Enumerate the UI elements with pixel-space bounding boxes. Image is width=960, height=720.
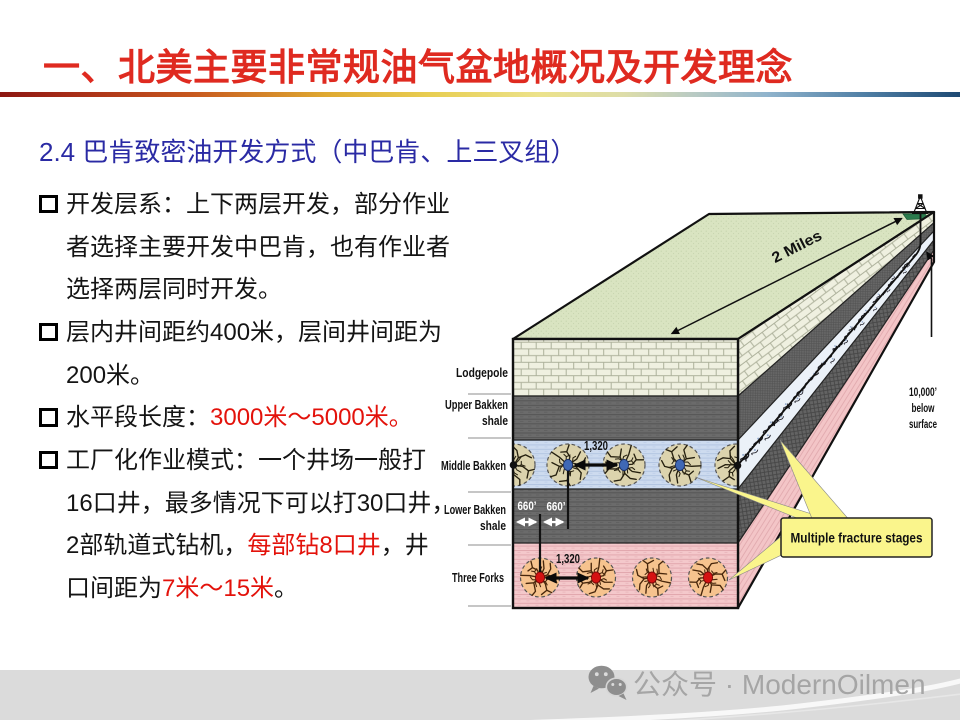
three-forks-spacing-label: 1,320: [556, 552, 580, 566]
depth-annotation: 10,000’ below surface: [909, 251, 937, 431]
text-line: 工厂化作业模式：一个井场一般打: [66, 439, 426, 482]
offset-label-2: 660’: [547, 502, 566, 514]
body-text: 开发层系：上下两层开发，部分作业: [66, 190, 450, 218]
depth-label-2: below: [912, 401, 935, 415]
fracture-callout: Multiple fracture stages: [694, 439, 933, 581]
label-lodgepole: Lodgepole: [456, 366, 508, 380]
label-upper-bakken: Upper Bakken: [445, 398, 508, 412]
frac-stage-circle: [568, 551, 622, 604]
slide-subtitle: 2.4 巴肯致密油开发方式（中巴肯、上三叉组）: [39, 137, 577, 167]
slide-title: 一、北美主要非常规油气盆地概况及开发理念: [43, 47, 793, 88]
depth-label-1: 10,000’: [909, 385, 937, 399]
body-text: 选择两层同时开发。: [66, 276, 282, 304]
frac-stage-circle: [625, 550, 679, 603]
text-line: 层内井间距约400米，层间井间距为: [66, 311, 442, 354]
offset-label-1: 660’: [518, 501, 537, 513]
highlighted-text: 每部钻8口井: [247, 532, 381, 560]
text-line: 开发层系：上下两层开发，部分作业: [66, 183, 450, 226]
two-miles-arrow: [670, 217, 903, 335]
side-lower-bakken: [738, 239, 934, 543]
side-middle-bakken: [738, 230, 934, 490]
text-line: 16口井，最多情况下可以打30口井，: [66, 482, 455, 525]
layer-labels: Lodgepole Upper Bakken shale Middle Bakk…: [441, 366, 511, 607]
callout-box: [780, 517, 933, 558]
drilling-rig-icon: [912, 194, 929, 215]
text-line: 口间距为7米～15米。: [66, 567, 298, 610]
label-middle-bakken: Middle Bakken: [441, 459, 506, 473]
body-text: 。: [274, 575, 299, 603]
front-lower-bakken: [513, 489, 738, 543]
text-line: 200米。: [66, 354, 154, 397]
label-upper-bakken-2: shale: [482, 414, 508, 428]
body-text: 200米。: [66, 361, 155, 389]
side-upper-bakken: [738, 222, 934, 440]
label-lower-bakken-2: shale: [480, 519, 506, 533]
footer-band: [0, 670, 960, 720]
text-line: 选择两层同时开发。: [66, 268, 282, 311]
frac-stage-circle: [651, 435, 708, 493]
bullet-square-icon: [39, 450, 58, 470]
wechat-icon: [588, 665, 628, 700]
front-upper-bakken: [513, 396, 738, 440]
side-lodgepole: [738, 212, 934, 396]
frac-stage-circle: [711, 439, 738, 490]
front-lodgepole: [513, 339, 738, 396]
body-text: 水平段长度：: [66, 404, 210, 432]
label-lower-bakken: Lower Bakken: [444, 503, 506, 517]
depth-label-3: surface: [909, 417, 937, 431]
bullet-square-icon: [39, 408, 58, 427]
highlighted-text: 7米～15米: [162, 575, 275, 603]
body-text: 2部轨道式钻机，: [66, 532, 248, 560]
front-face-outline: [511, 337, 740, 610]
wellbore-line: [736, 214, 922, 467]
label-three-forks: Three Forks: [452, 571, 504, 585]
frac-stage-circle: [682, 551, 735, 604]
footer-swoosh: [531, 678, 960, 720]
body-text: 口间距为: [66, 575, 162, 603]
body-text: 工厂化作业模式：一个井场一般打: [66, 447, 426, 474]
callout-label: Multiple fracture stages: [791, 531, 923, 546]
highlighted-text: 3000米～5000米。: [210, 404, 413, 432]
bullet-square-icon: [39, 194, 58, 214]
bullet-square-icon: [39, 322, 58, 342]
body-text: 16口井，最多情况下可以打30口井，: [66, 489, 456, 517]
body-text: 层内井间距约400米，层间井间距为: [66, 318, 443, 346]
middle-bakken-spacing-label: 1,320: [584, 439, 608, 453]
body-text: 者选择主要开发中巴肯，也有作业者: [66, 233, 450, 261]
text-line: 2部轨道式钻机，每部钻8口井，井: [66, 524, 429, 567]
body-text: ，井: [380, 532, 429, 560]
title-divider: [0, 92, 960, 97]
text-line: 水平段长度：3000米～5000米。: [66, 396, 413, 439]
middle-bakken-frac-circles: [513, 435, 738, 493]
front-face: 1,320 660’ 660’ 1,320: [509, 337, 742, 610]
watermark-text: 公众号 · ModernOilmen: [633, 669, 926, 700]
text-line: 者选择主要开发中巴肯，也有作业者: [66, 226, 450, 269]
three-forks-frac-circles: [513, 550, 735, 605]
